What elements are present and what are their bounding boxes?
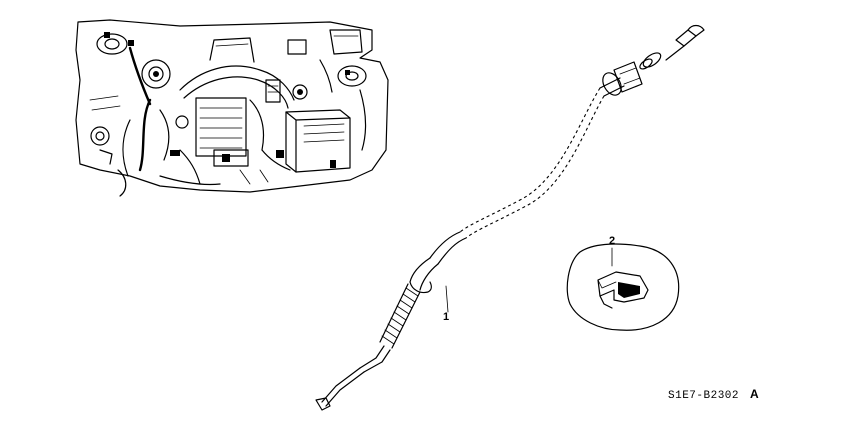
callout-part-1: 1 [443, 311, 449, 323]
clip-detail-inset [566, 243, 680, 331]
diagram-code: S1E7-B2302 A [668, 387, 759, 402]
throttle-cable [315, 24, 705, 411]
callout-part-2: 2 [609, 235, 615, 247]
diagram-code-revision: A [750, 387, 759, 401]
diagram-code-prefix: S1E7-B2302 [668, 390, 739, 402]
engine-bay-illustration [75, 19, 389, 197]
cable-corrugation [379, 283, 421, 349]
